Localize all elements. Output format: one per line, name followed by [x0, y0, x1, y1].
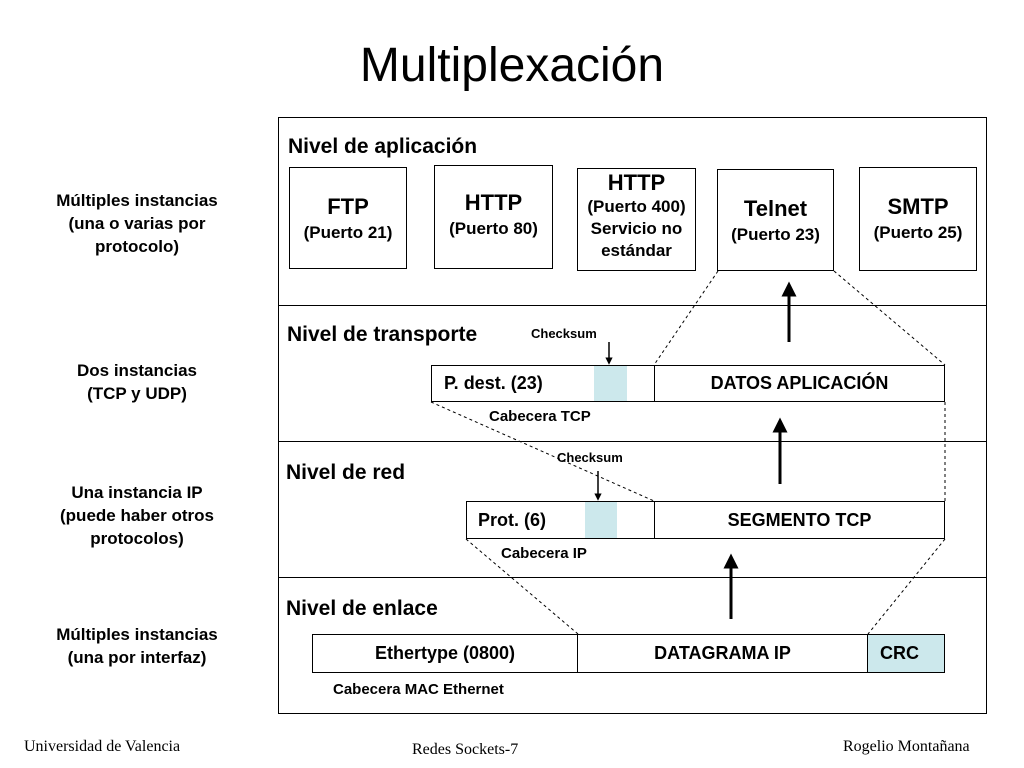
ip-data-field: SEGMENTO TCP	[654, 502, 944, 538]
level-application-title: Nivel de aplicación	[288, 135, 478, 158]
ethernet-data-field: DATAGRAMA IP	[578, 635, 868, 672]
ip-datagram: Prot. (6) SEGMENTO TCP	[466, 501, 945, 539]
level-link-title: Nivel de enlace	[286, 597, 438, 620]
smtp-port: (Puerto 25)	[873, 223, 963, 242]
ip-header-caption: Cabecera IP	[501, 545, 587, 562]
layer-divider	[278, 577, 987, 578]
smtp-name: SMTP	[887, 194, 949, 219]
crc-field: CRC	[868, 635, 944, 672]
side-label-link: Múltiples instancias (una por interfaz)	[56, 625, 218, 667]
footer-author: Rogelio Montañana	[843, 738, 970, 755]
smtp-box: SMTP (Puerto 25)	[859, 167, 977, 271]
footer-slide-number: Redes Sockets-7	[412, 741, 519, 758]
ftp-port: (Puerto 21)	[303, 223, 393, 242]
ftp-name: FTP	[327, 194, 369, 219]
side-label-transport: Dos instancias (TCP y UDP)	[77, 361, 197, 403]
http80-name: HTTP	[464, 190, 523, 215]
dashed-connector	[653, 270, 719, 366]
tcp-checksum-field	[594, 366, 627, 401]
tcp-checksum-label: Checksum	[531, 326, 597, 341]
http80-box: HTTP (Puerto 80)	[434, 165, 553, 269]
http400-note: estándar	[601, 241, 672, 260]
http400-port: (Puerto 400)	[587, 197, 686, 216]
ethertype-field: Ethertype (0800)	[313, 635, 578, 672]
http400-box: HTTP (Puerto 400) Servicio no estándar	[577, 168, 696, 271]
layers-diagram	[278, 117, 987, 714]
telnet-name: Telnet	[743, 196, 808, 221]
slide-title: Multiplexación	[359, 39, 665, 92]
http400-note: Servicio no	[590, 219, 683, 238]
ethernet-header-caption: Cabecera MAC Ethernet	[333, 681, 504, 698]
telnet-port: (Puerto 23)	[731, 225, 820, 244]
http80-port: (Puerto 80)	[449, 219, 538, 238]
layer-divider	[278, 305, 987, 306]
tcp-data-field: DATOS APLICACIÓN	[654, 366, 944, 401]
layer-divider	[278, 441, 987, 442]
ethernet-frame: Ethertype (0800) DATAGRAMA IP CRC	[312, 634, 945, 673]
ftp-box: FTP (Puerto 21)	[289, 167, 407, 269]
level-transport-title: Nivel de transporte	[287, 323, 478, 346]
level-network-title: Nivel de red	[286, 461, 406, 484]
http400-name: HTTP	[607, 170, 666, 195]
dashed-connector	[430, 401, 655, 502]
tcp-dest-port-field: P. dest. (23)	[444, 373, 543, 393]
dashed-connector	[867, 538, 946, 635]
tcp-segment: P. dest. (23) DATOS APLICACIÓN	[431, 365, 945, 402]
dashed-connector	[465, 538, 579, 635]
tcp-header-caption: Cabecera TCP	[489, 408, 591, 425]
side-label-application: Múltiples instancias (una o varias por p…	[56, 191, 218, 256]
ip-checksum-label: Checksum	[557, 450, 623, 465]
dashed-connector	[833, 270, 946, 366]
footer-university: Universidad de Valencia	[24, 738, 181, 755]
ip-protocol-field: Prot. (6)	[478, 509, 547, 530]
side-label-network: Una instancia IP (puede haber otros prot…	[60, 483, 214, 548]
ip-checksum-field	[585, 502, 617, 538]
telnet-box: Telnet (Puerto 23)	[717, 169, 834, 271]
